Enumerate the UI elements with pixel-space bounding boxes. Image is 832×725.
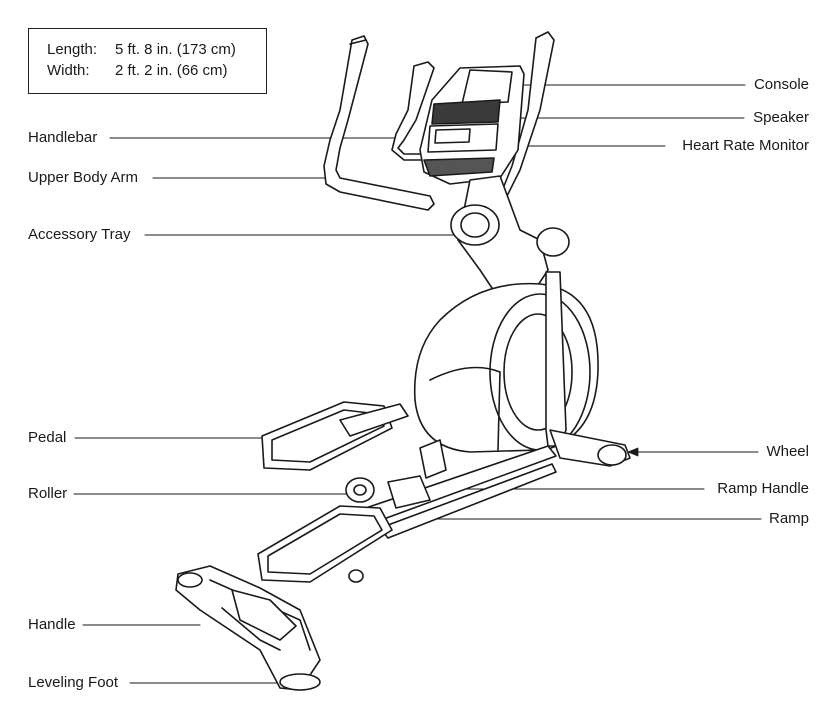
pedal-upper — [261, 401, 409, 503]
console — [419, 65, 525, 185]
right-stride-arm — [545, 271, 631, 467]
mast — [450, 175, 570, 301]
label-handle: Handle — [28, 616, 76, 633]
left-upper-body-arm — [323, 35, 435, 211]
length-value: 5 ft. 8 in. (173 cm) — [115, 41, 236, 58]
label-upper-body-arm: Upper Body Arm — [28, 169, 139, 186]
ramp-rails — [359, 439, 557, 539]
label-pedal: Pedal — [28, 429, 67, 446]
length-row: Length: 5 ft. 8 in. (173 cm) — [47, 40, 236, 60]
width-label: Width: — [47, 62, 90, 79]
length-label: Length: — [47, 41, 98, 58]
leader-lines-left — [73, 137, 456, 684]
width-row: Width: 2 ft. 2 in. (66 cm) — [47, 61, 228, 81]
rear-base — [175, 565, 321, 691]
pedal-lower — [257, 505, 393, 583]
label-leveling-foot: Leveling Foot — [28, 674, 119, 691]
width-value: 2 ft. 2 in. (66 cm) — [115, 62, 228, 79]
label-wheel: Wheel — [766, 443, 809, 460]
wheel-arrowhead — [627, 447, 639, 457]
label-ramp: Ramp — [768, 510, 809, 527]
leader-lines-right — [429, 84, 762, 520]
label-accessory-tray: Accessory Tray — [28, 226, 131, 243]
label-speaker: Speaker — [753, 109, 809, 126]
label-console: Console — [753, 76, 809, 93]
label-roller: Roller — [28, 485, 68, 502]
dimensions-box: Length: 5 ft. 8 in. (173 cm) Width: 2 ft. … — [28, 28, 267, 94]
label-heart-rate-monitor: Heart Rate Monitor — [682, 137, 809, 154]
label-handlebar: Handlebar — [28, 129, 98, 146]
label-ramp-handle: Ramp Handle — [717, 480, 809, 497]
flywheel-housing — [413, 282, 599, 453]
